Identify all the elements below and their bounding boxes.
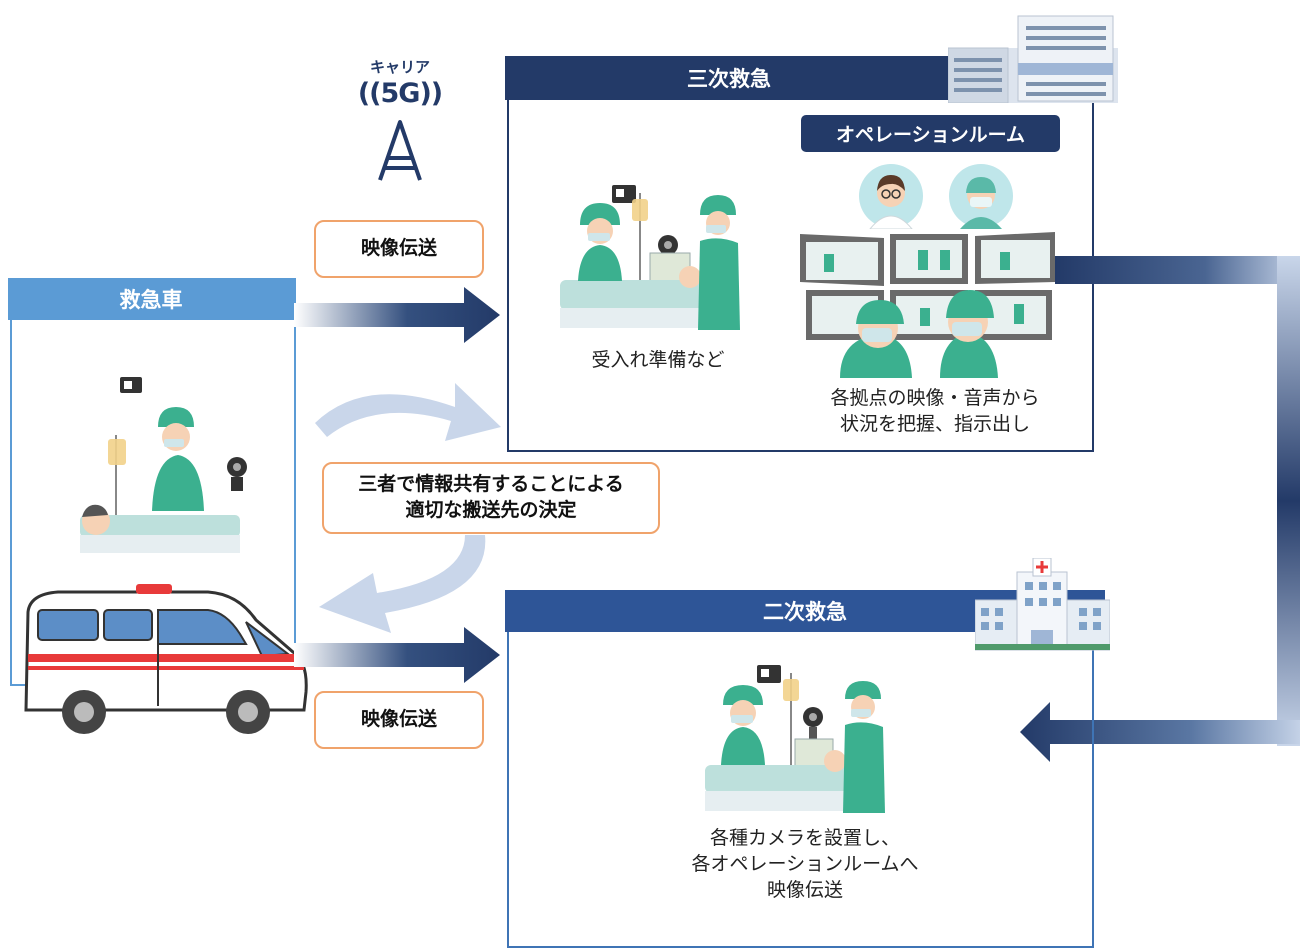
secondary-caption-line2: 各オペレーションルームへ <box>691 853 919 875</box>
hospital-building-icon <box>948 15 1118 103</box>
upper-transfer-arrow <box>294 287 500 343</box>
prepare-caption: 受入れ準備など <box>591 349 725 371</box>
ambulance-header: 救急車 <box>8 278 294 320</box>
carrier-5g-antenna: キャリア ((5G)) <box>340 56 460 186</box>
monitor-caption-line2: 状況を把握、指示出し <box>839 413 1030 435</box>
video-transfer-label-bottom: 映像伝送 <box>314 691 484 749</box>
video-transfer-label-top: 映像伝送 <box>314 220 484 278</box>
lower-transfer-arrow <box>294 627 500 683</box>
ambulance-interior-illustration <box>80 377 247 553</box>
surgeon-avatar <box>949 164 1013 229</box>
doctor-avatar <box>859 164 923 229</box>
surgical-team-illustration <box>560 185 740 330</box>
video-transfer-text-top: 映像伝送 <box>360 237 437 260</box>
secondary-surgical-team-illustration <box>705 665 885 813</box>
antenna-tower-icon <box>378 120 422 181</box>
band-5g-label: ((5G)) <box>357 78 443 109</box>
operation-room-label: オペレーションルーム <box>801 115 1060 152</box>
curved-arrow-to-ambulance <box>319 535 486 633</box>
clinic-building-icon <box>975 558 1110 651</box>
shared-info-line2: 適切な搬送先の決定 <box>405 499 577 521</box>
monitor-caption-line1: 各拠点の映像・音声から <box>830 387 1040 409</box>
shared-info-label: 三者で情報共有することによる 適切な搬送先の決定 <box>322 462 660 534</box>
secondary-emergency-title: 二次救急 <box>763 600 847 624</box>
curved-arrow-to-tertiary <box>315 383 501 441</box>
secondary-caption-line1: 各種カメラを設置し、 <box>709 827 900 849</box>
ambulance-title: 救急車 <box>119 288 183 312</box>
operation-room-to-secondary-connector <box>1020 256 1300 762</box>
carrier-label: キャリア <box>369 58 430 76</box>
operation-room-text: オペレーションルーム <box>835 124 1026 146</box>
monitor-wall-illustration <box>800 232 1055 378</box>
secondary-caption-line3: 映像伝送 <box>766 879 843 901</box>
shared-info-line1: 三者で情報共有することによる <box>358 473 624 496</box>
video-transfer-text-bottom: 映像伝送 <box>360 708 437 731</box>
tertiary-emergency-title: 三次救急 <box>687 67 771 91</box>
ambulance-vehicle-illustration <box>24 584 308 734</box>
tertiary-emergency-header: 三次救急 <box>505 56 953 100</box>
